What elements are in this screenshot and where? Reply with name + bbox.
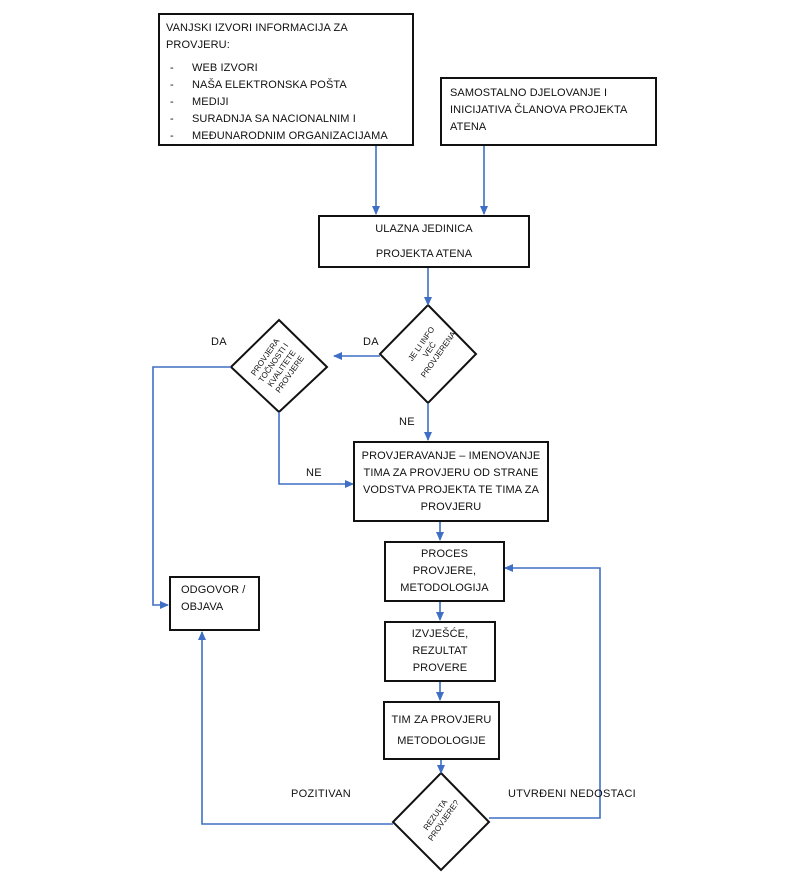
process-box: PROCES PROVJERE, METODOLOGIJA <box>384 541 505 602</box>
entry-unit-line2: PROJEKTA ATENA <box>375 247 473 260</box>
list-item: WEB IZVORI <box>166 60 406 77</box>
entry-unit-box: ULAZNA JEDINICA PROJEKTA ATENA <box>318 215 530 268</box>
edge-label-ne-down: NE <box>399 416 415 428</box>
external-sources-title: VANJSKI IZVORI INFORMACIJA ZA PROVJERU: <box>166 22 348 51</box>
edge-label-defects: UTVRĐENI NEDOSTACI <box>508 788 637 800</box>
checking-line: VODSTVA PROJEKTA TE TIMA ZA <box>362 483 540 496</box>
arrow-accuracy-ne <box>278 412 354 488</box>
list-item: MEĐUNARODNIM ORGANIZACIJAMA <box>166 128 406 145</box>
report-line: REZULTAT <box>412 645 468 657</box>
answer-line: OBJAVA <box>181 601 224 613</box>
report-box: IZVJEŠĆE, REZULTAT PROVERE <box>384 621 496 682</box>
edge-label-da-left: DA <box>211 336 227 348</box>
arrow-accuracy-da <box>152 366 231 609</box>
report-line: PROVERE <box>412 662 468 674</box>
arrow-result-defects <box>489 564 601 819</box>
answer-box: ODGOVOR / OBJAVA <box>169 576 260 631</box>
external-sources-box: VANJSKI IZVORI INFORMACIJA ZA PROVJERU: … <box>158 13 414 146</box>
process-line: PROCES <box>420 548 469 560</box>
self-initiative-line: INICIJATIVA ČLANOVA PROJEKTA <box>450 104 628 116</box>
edge-label-positive: POZITIVAN <box>291 788 351 800</box>
self-initiative-box: SAMOSTALNO DJELOVANJE I INICIJATIVA ČLAN… <box>440 77 657 146</box>
list-item: SURADNJA SA NACIONALNIM I <box>166 111 406 128</box>
self-initiative-line: SAMOSTALNO DJELOVANJE I <box>450 87 608 99</box>
report-line: IZVJEŠĆE, <box>411 628 469 640</box>
entry-unit-line1: ULAZNA JEDINICA <box>375 222 473 235</box>
checking-box: PROVJERAVANJE – IMENOVANJE TIMA ZA PROVJ… <box>353 441 549 522</box>
checking-line: PROVJERAVANJE – IMENOVANJE <box>361 449 541 462</box>
process-line: METODOLOGIJA <box>400 582 489 594</box>
list-item: NAŠA ELEKTRONSKA POŠTA <box>166 77 406 94</box>
checking-line: PROVJERU <box>420 500 482 513</box>
answer-line: ODGOVOR / <box>181 584 246 596</box>
checking-line: TIMA ZA PROVJERU OD STRANE <box>363 466 539 479</box>
edge-label-ne-left: NE <box>306 467 322 479</box>
team-line: TIM ZA PROVJERU <box>391 713 492 726</box>
team-line: METODOLOGIJE <box>397 734 486 747</box>
team-box: TIM ZA PROVJERU METODOLOGIJE <box>383 701 500 760</box>
self-initiative-line: ATENA <box>450 121 487 133</box>
list-item: MEDIJI <box>166 94 406 111</box>
decision-result-check-diamond <box>391 771 491 872</box>
external-sources-list: WEB IZVORI NAŠA ELEKTRONSKA POŠTA MEDIJI… <box>166 60 406 145</box>
arrow-result-positive <box>198 631 393 825</box>
edge-label-da-right: DA <box>363 336 379 348</box>
process-line: PROVJERE, <box>412 565 477 577</box>
